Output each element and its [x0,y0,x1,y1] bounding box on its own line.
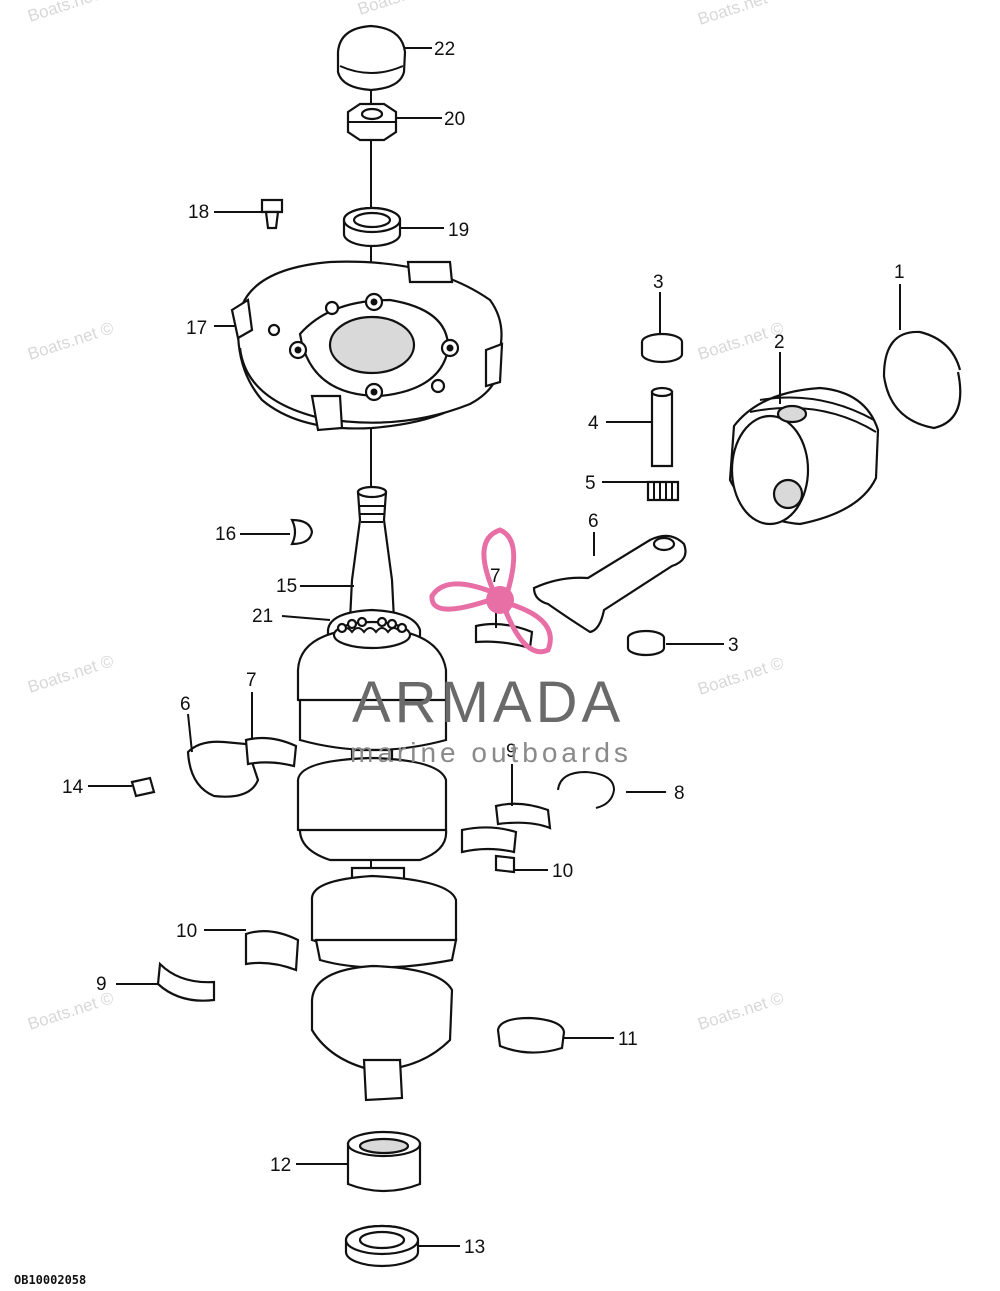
callout-15: 15 [276,576,297,597]
part-6-connecting-rod [532,534,687,634]
part-19-seal [342,206,402,248]
part-15-crankshaft [296,485,458,1102]
part-10-needle-bearing [460,826,518,854]
callout-1: 1 [894,262,905,283]
callout-4: 4 [588,413,599,434]
part-3-bushing-lower [626,629,666,657]
callout-14: 14 [62,777,84,798]
callout-9: 9 [506,741,517,762]
part-12-roller-bearing [346,1130,422,1193]
part-11-sealing-ring [496,1016,566,1054]
part-21-ball-bearing [336,616,408,634]
part-3-bushing-upper [640,332,684,364]
leader-lines [88,47,901,1247]
part-1-piston-ring [882,330,962,430]
callout-8: 8 [674,783,685,804]
watermark: Boats.net © [695,0,786,29]
watermark: Boats.net © [25,0,116,26]
watermark: Boats.net © [695,988,786,1034]
watermark: Boats.net © [25,651,116,697]
watermark: Boats.net © [695,653,786,699]
part-16-key [290,518,314,546]
callout-3: 3 [728,635,739,656]
callout-16: 16 [215,524,236,545]
callout-11: 11 [618,1029,638,1050]
watermark: Boats.net © [695,318,786,364]
callout-22: 22 [434,39,455,60]
callout-2: 2 [774,332,785,353]
callout-6: 6 [588,511,599,532]
callout-20: 20 [444,109,465,130]
callout-numbers: 22 20 19 18 17 16 15 21 1 2 3 4 5 6 3 7 … [62,39,905,1258]
callout-9: 9 [96,974,107,995]
part-4-piston-pin [650,386,674,468]
callout-19: 19 [448,220,469,241]
part-18-screw [260,198,284,230]
part-9-bearing-cage [494,802,552,830]
callout-6: 6 [180,694,191,715]
part-8-retaining-ring [557,770,616,809]
callout-10: 10 [176,921,197,942]
part-20-nut [346,102,398,142]
brand-name: ARMADA [352,670,624,735]
part-17-bearing-plate [230,260,504,432]
part-14-screw [130,776,156,798]
armada-logo: ARMADA marine outboards [350,527,632,768]
propeller-logo-icon [429,527,553,655]
callout-5: 5 [585,473,596,494]
callout-21: 21 [252,606,273,627]
callout-12: 12 [270,1155,291,1176]
part-13-seal [344,1224,420,1268]
callout-17: 17 [186,318,207,339]
part-6-rod-cap [186,740,260,798]
brand-tagline: marine outboards [350,737,632,768]
callout-18: 18 [188,202,209,223]
part-9-bearing-cage [156,961,216,1002]
part-5-needle-bearing [646,480,680,502]
part-10-needle-bearing [244,929,300,972]
part-2-piston [728,386,880,526]
drawing-code: OB10002058 [14,1273,86,1287]
callout-13: 13 [464,1237,485,1258]
part-22-cap [336,24,407,92]
watermark: Boats.net © [25,318,116,364]
part-10-needle-bearing-detail [494,854,516,874]
watermark: Boats.net © [355,0,446,19]
part-7-needle-bearing [244,736,298,768]
callout-7: 7 [490,566,501,587]
callout-10: 10 [552,861,573,882]
callout-3: 3 [653,272,664,293]
callout-7: 7 [246,670,257,691]
